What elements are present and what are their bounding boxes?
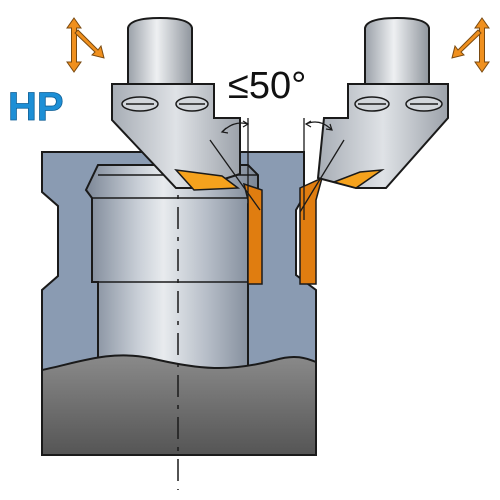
left-tool-screw-2: [175, 96, 209, 112]
angle-limit-label: ≤50°: [228, 65, 306, 107]
left-tool-insert: [174, 168, 241, 191]
right-tool-screw-2: [405, 96, 443, 112]
method-label: HP: [8, 85, 64, 129]
right-tool-screw-1: [354, 96, 390, 112]
angle-mark-right: [299, 118, 345, 220]
right-tool-insert: [331, 168, 385, 189]
workpiece-bore: [84, 164, 259, 373]
feed-direction-arrows-icon: [66, 17, 105, 73]
right-tool: [316, 16, 449, 189]
left-tool: [111, 16, 241, 191]
angle-mark-left: [209, 118, 261, 220]
left-tool-shank: [127, 16, 193, 85]
machined-surface-right: [299, 176, 324, 285]
right-tool-shank: [364, 16, 430, 85]
workpiece: [41, 151, 324, 490]
workpiece-base: [41, 354, 317, 456]
left-tool-screw-1: [121, 96, 159, 112]
feed-direction-arrows-icon: [451, 17, 490, 73]
